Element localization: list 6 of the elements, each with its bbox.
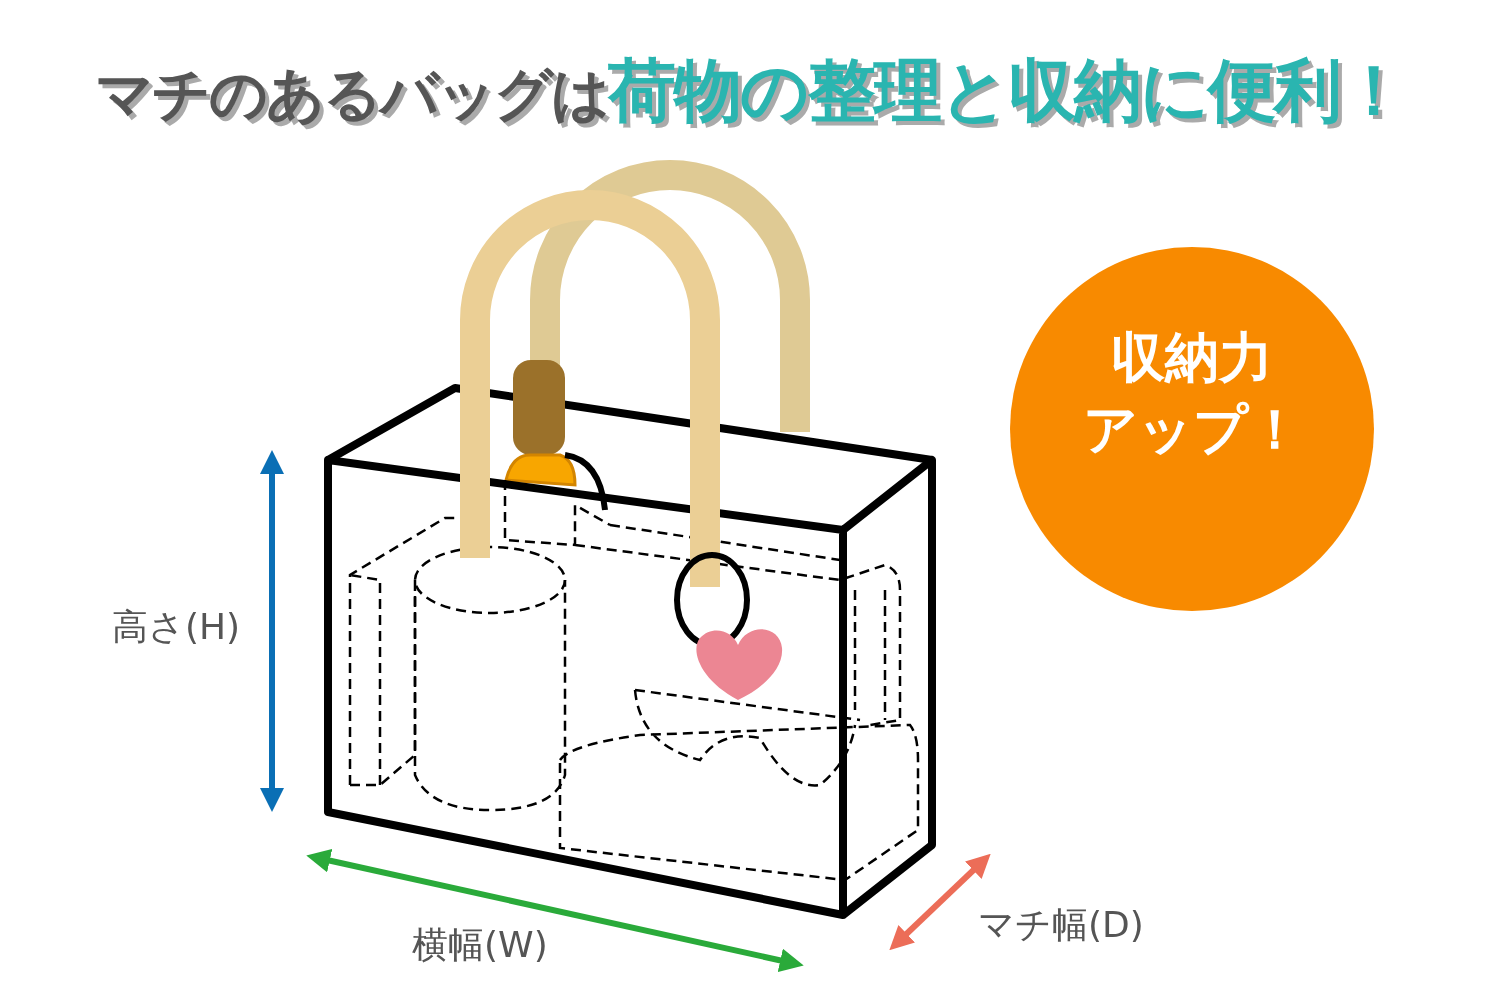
dimension-label: 横幅(W) bbox=[412, 923, 548, 967]
dimension-label: マチ幅(D) bbox=[978, 903, 1144, 947]
badge-text: 収納力 bbox=[1111, 325, 1273, 391]
dimension-label: 高さ(H) bbox=[112, 605, 241, 649]
badge-text: アップ！ bbox=[1082, 397, 1302, 463]
title: マチのあるバッグは荷物の整理と収納に便利！ bbox=[93, 50, 1407, 132]
